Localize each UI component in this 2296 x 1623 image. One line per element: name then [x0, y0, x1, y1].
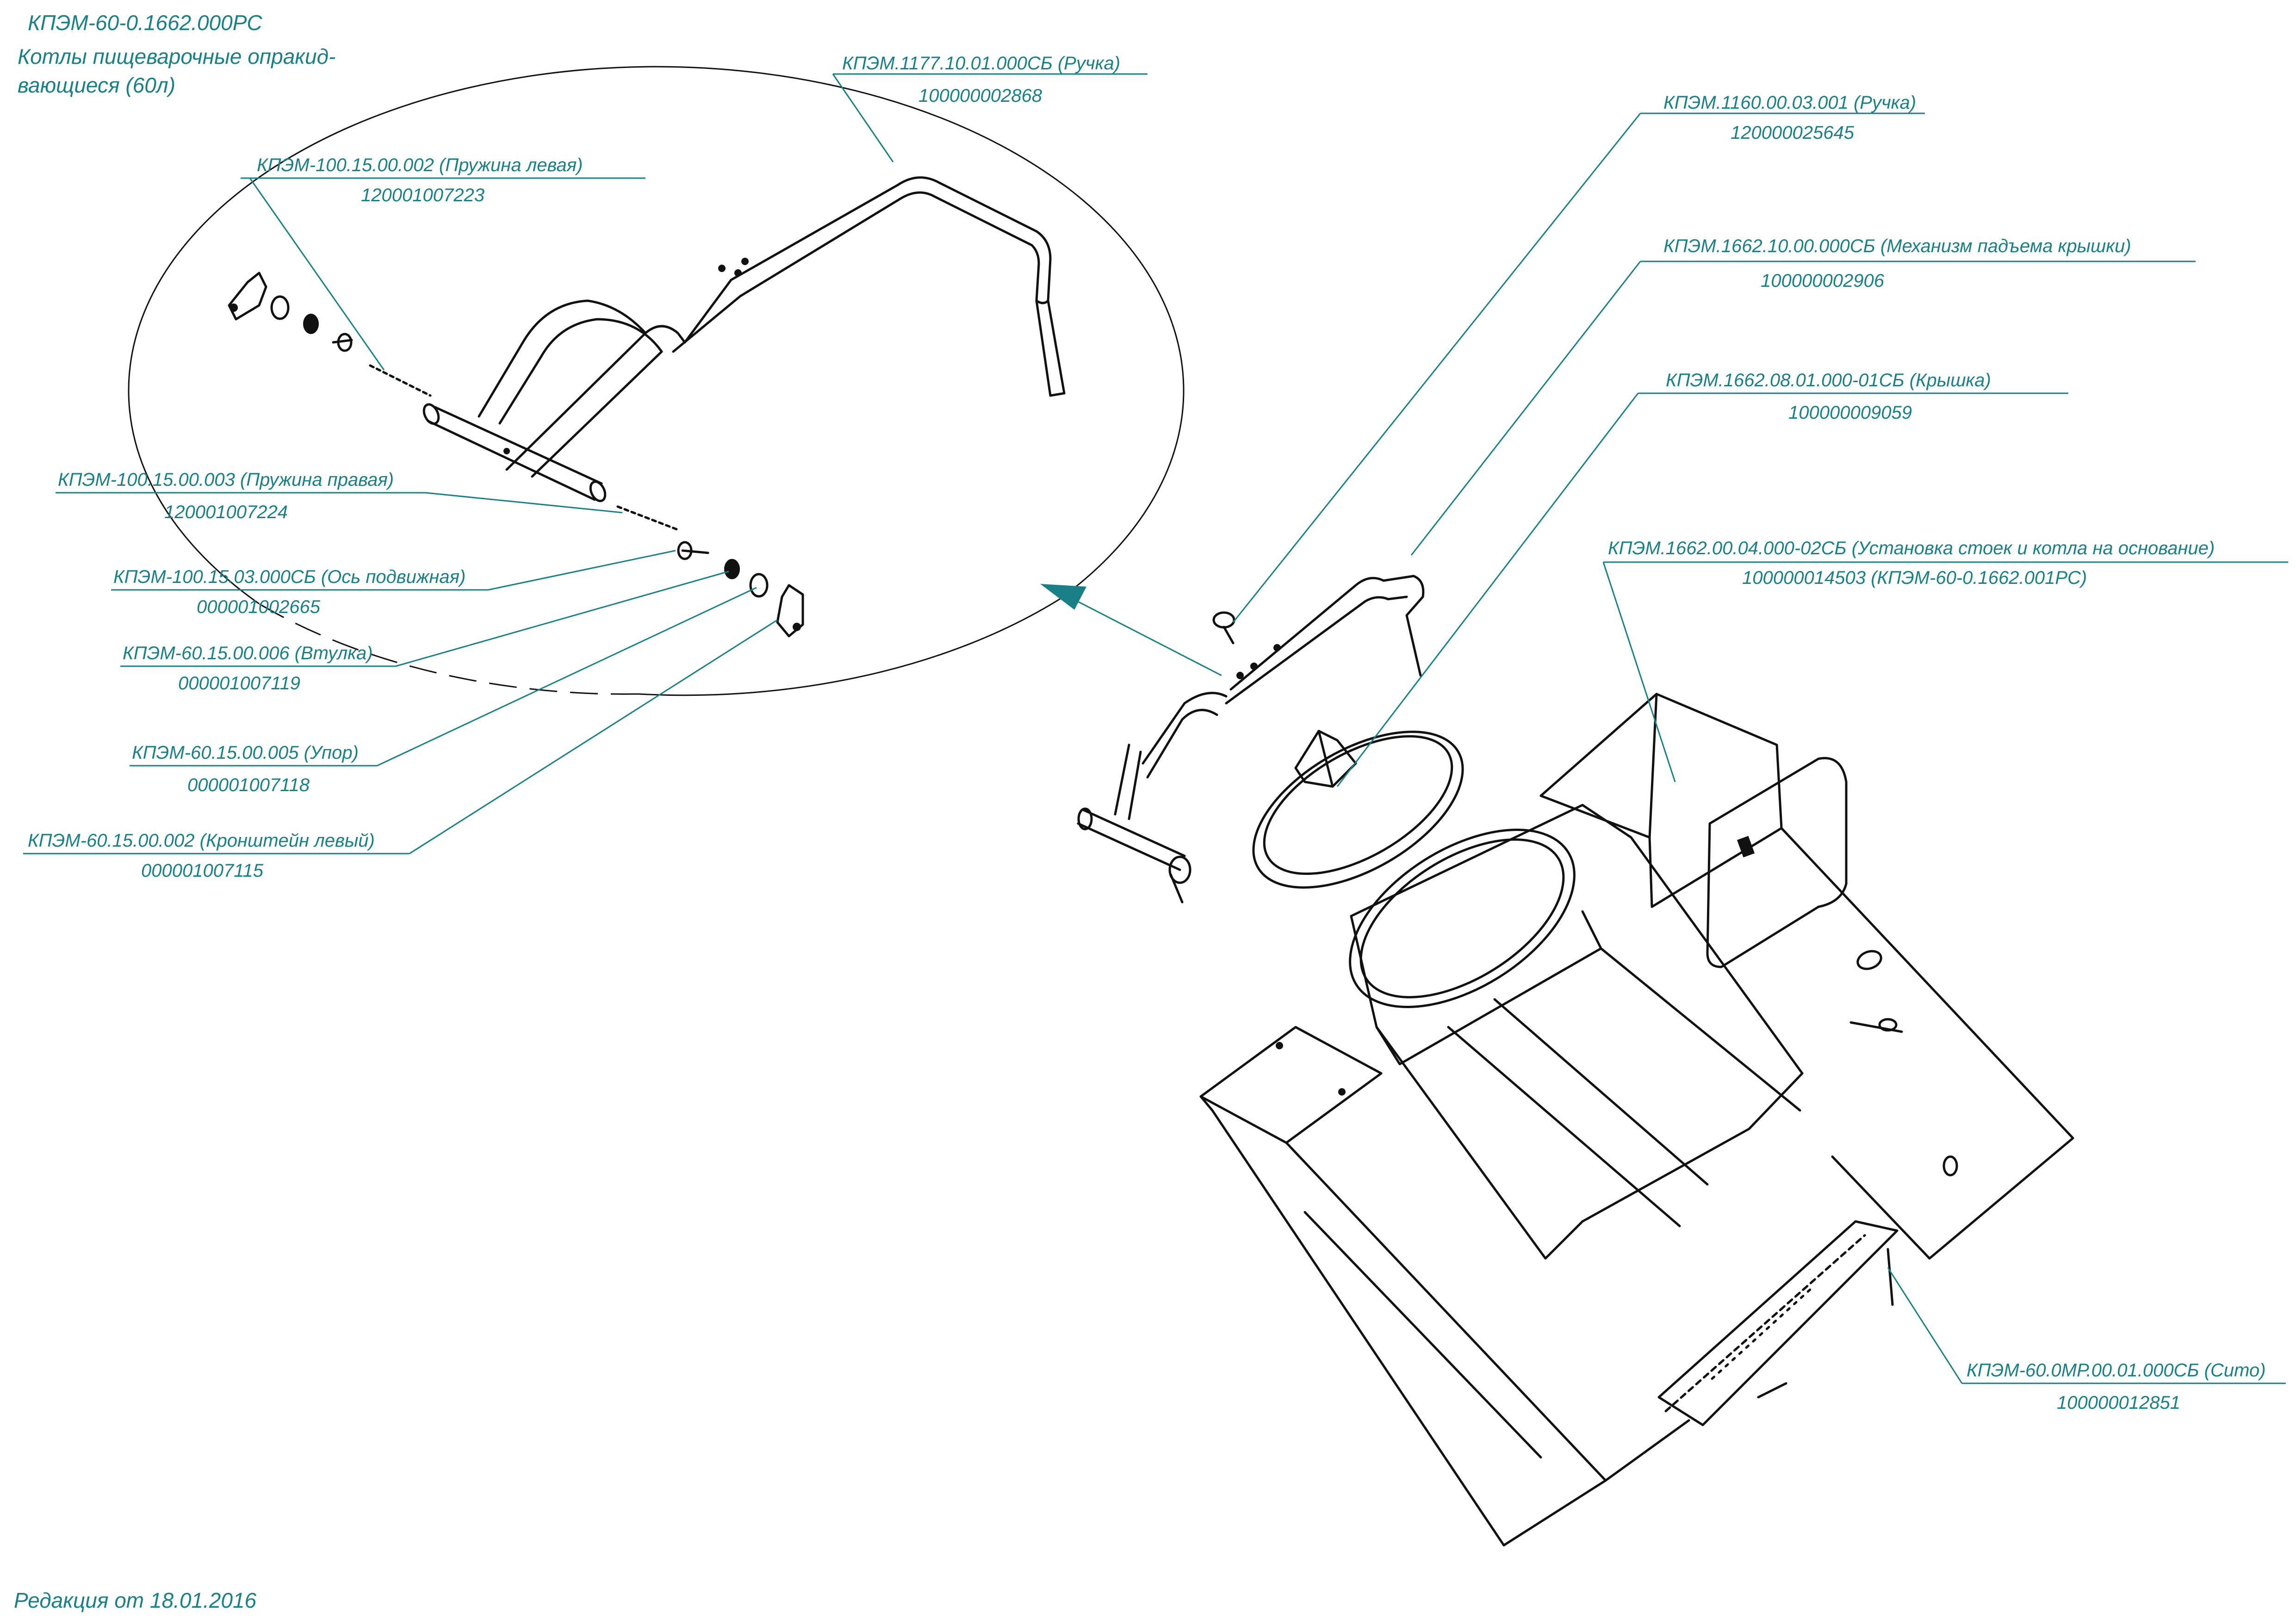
- callout-name: КПЭМ-100.15.03.000СБ (Ось подвижная): [113, 567, 465, 587]
- callout-code: 100000012851: [2057, 1393, 2180, 1413]
- callout-ruchka-1177: КПЭМ.1177.10.01.000СБ (Ручка) 1000000028…: [842, 53, 1120, 106]
- callout-code: 000001007118: [187, 775, 310, 795]
- callout-sieve: КПЭМ-60.0МР.00.01.000СБ (Сито) 100000012…: [1967, 1360, 2266, 1413]
- callout-code: 120000025645: [1731, 123, 1855, 143]
- callout-name: КПЭМ.1662.00.04.000-02СБ (Установка стое…: [1608, 538, 2215, 558]
- callout-axle: КПЭМ-100.15.03.000СБ (Ось подвижная) 000…: [113, 567, 465, 617]
- callout-name: КПЭМ-60.15.00.005 (Упор): [132, 743, 359, 763]
- drawing-title: КПЭМ-60-0.1662.000РС Котлы пищеварочные …: [18, 11, 335, 97]
- callout-name: КПЭМ-60.0МР.00.01.000СБ (Сито): [1967, 1360, 2266, 1381]
- callout-lift-mech: КПЭМ.1662.10.00.000СБ (Механизм падъема …: [1663, 236, 2131, 291]
- leader-lines: [23, 73, 2288, 1384]
- callout-code: 000001007119: [178, 673, 300, 694]
- callout-lid: КПЭМ.1662.08.01.000-01СБ (Крышка) 100000…: [1666, 370, 1991, 423]
- callout-base-assembly: КПЭМ.1662.00.04.000-02СБ (Установка стое…: [1608, 538, 2215, 588]
- callout-code: 000001002665: [197, 597, 321, 617]
- callout-name: КПЭМ-100.15.00.003 (Пружина правая): [58, 470, 394, 490]
- callout-name: КПЭМ.1662.10.00.000СБ (Механизм падъема …: [1663, 236, 2131, 256]
- callout-stop: КПЭМ-60.15.00.005 (Упор) 000001007118: [132, 743, 359, 795]
- detail-arrow: [1040, 584, 1222, 676]
- callout-name: КПЭМ-60.15.00.006 (Втулка): [123, 643, 373, 663]
- revision-date: Редакция от 18.01.2016: [14, 1588, 257, 1612]
- callout-ruchka-1160: КПЭМ.1160.00.03.001 (Ручка) 120000025645: [1663, 93, 1916, 143]
- callout-code: 100000009059: [1788, 403, 1912, 423]
- detail-spring-left: [369, 364, 432, 397]
- callout-code: 100000002906: [1761, 271, 1885, 291]
- main-lid: [1252, 730, 1464, 889]
- callout-name: КПЭМ.1662.08.01.000-01СБ (Крышка): [1666, 370, 1991, 390]
- main-sieve: [1657, 1220, 1899, 1426]
- callout-code: 100000002868: [918, 86, 1043, 106]
- detail-small-parts-left: [228, 272, 353, 352]
- detail-tube: [422, 403, 607, 502]
- main-left-column: [1199, 1026, 1690, 1547]
- main-kettle-body: [1349, 804, 1804, 1260]
- title-line-3: вающиеся (60л): [18, 73, 175, 97]
- callout-spring-right: КПЭМ-100.15.00.003 (Пружина правая) 1200…: [58, 470, 394, 522]
- detail-spring-right: [616, 505, 679, 531]
- callout-bushing: КПЭМ-60.15.00.006 (Втулка) 000001007119: [123, 643, 373, 694]
- callout-name: КПЭМ.1160.00.03.001 (Ручка): [1663, 93, 1916, 113]
- title-line-2: Котлы пищеварочные опракид-: [18, 44, 335, 68]
- main-knob: [1212, 611, 1235, 644]
- main-lift-mechanism: [1077, 575, 1425, 904]
- detail-handle: [478, 176, 1066, 478]
- callout-spring-left: КПЭМ-100.15.00.002 (Пружина левая) 12000…: [257, 155, 583, 205]
- callout-code: 120001007224: [164, 502, 288, 522]
- callout-name: КПЭМ-100.15.00.002 (Пружина левая): [257, 155, 583, 175]
- main-right-column: [1539, 693, 2074, 1260]
- callout-bracket-left: КПЭМ-60.15.00.002 (Кронштейн левый) 0000…: [28, 830, 375, 881]
- callout-name: КПЭМ-60.15.00.002 (Кронштейн левый): [28, 830, 375, 851]
- callout-name: КПЭМ.1177.10.01.000СБ (Ручка): [842, 53, 1120, 74]
- detail-view-ellipse: [128, 66, 1185, 696]
- callout-code: 000001007115: [141, 861, 264, 881]
- title-line-1: КПЭМ-60-0.1662.000РС: [28, 11, 262, 35]
- callout-code: 120001007223: [361, 185, 484, 205]
- detail-small-parts-right: [677, 541, 804, 638]
- callout-code: 100000014503 (КПЭМ-60-0.1662.001РС): [1742, 568, 2087, 588]
